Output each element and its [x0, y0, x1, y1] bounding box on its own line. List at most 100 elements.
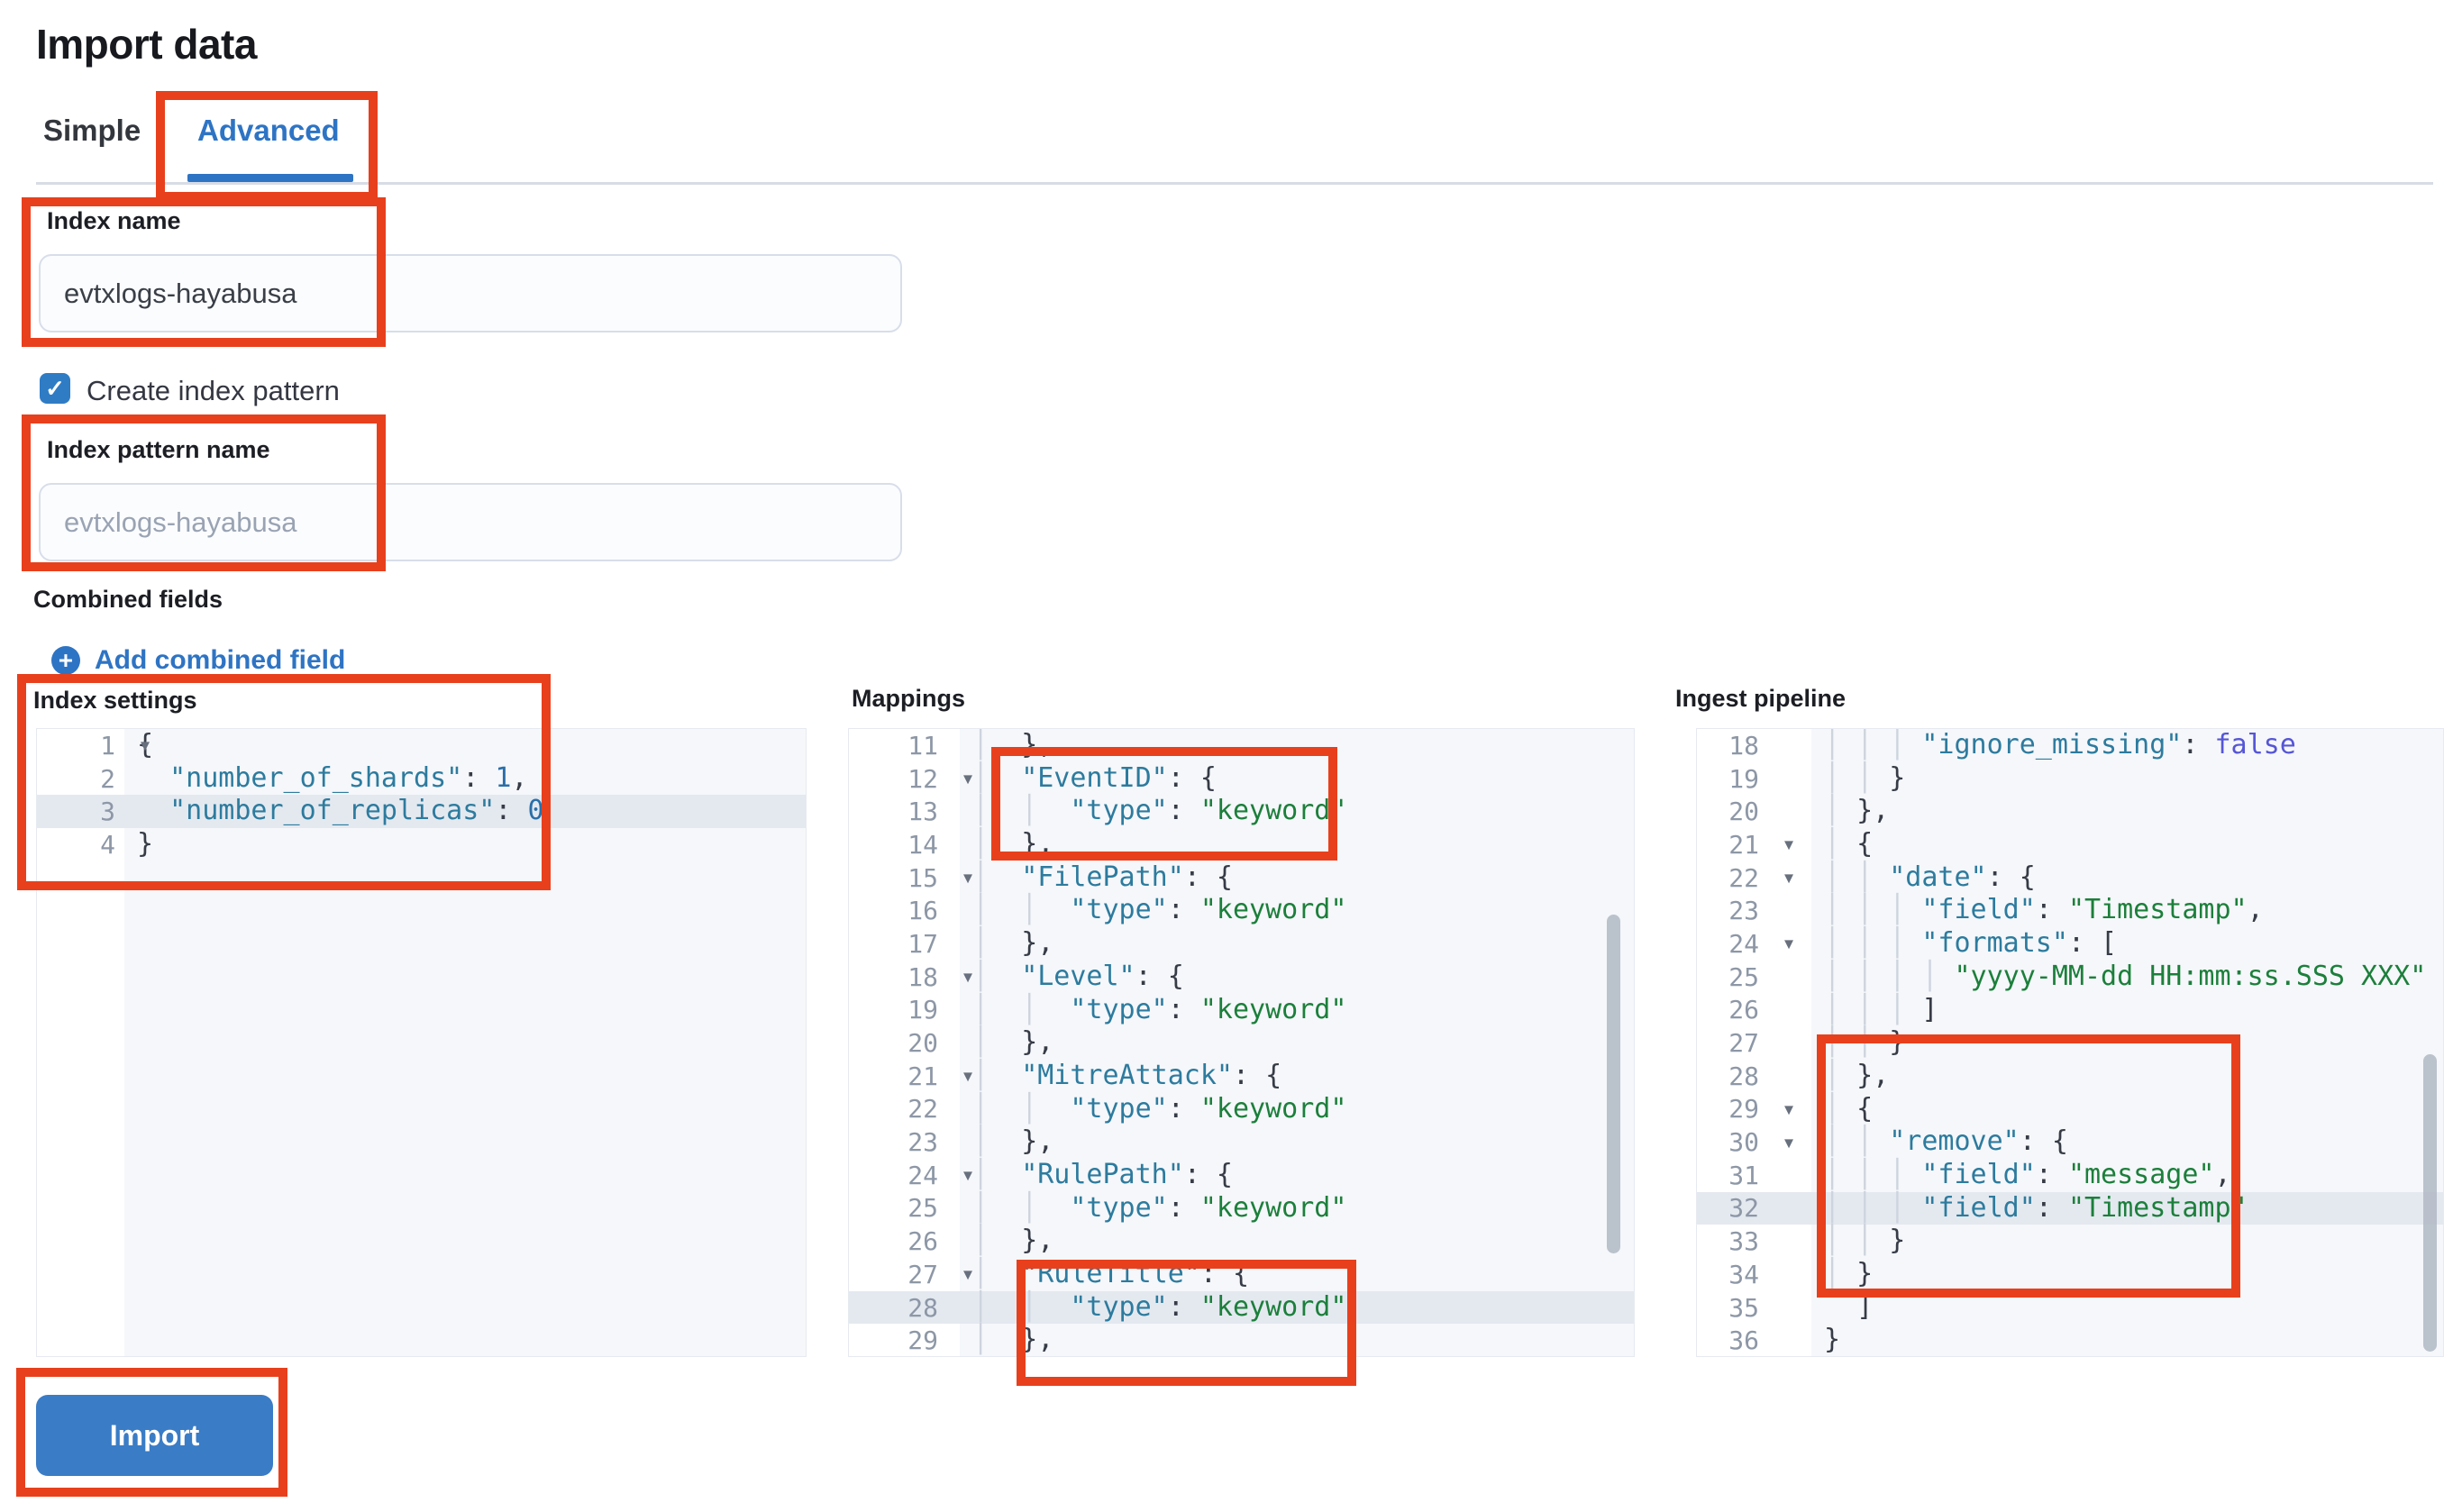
line-number: 25	[907, 1193, 938, 1224]
fold-arrow-icon[interactable]: ▾	[1783, 1133, 1793, 1153]
code-text: │ },	[972, 927, 1054, 960]
code-text: │ "Level": {	[972, 960, 1184, 992]
ingest-pipeline-scrollbar[interactable]	[2423, 1054, 2437, 1352]
code-text: │ },	[972, 1324, 1054, 1356]
code-text: │ │ │ │ "yyyy-MM-dd HH:mm:ss.SSS XXX"	[1824, 960, 2427, 992]
index-pattern-name-input[interactable]	[39, 483, 902, 561]
line-number: 2	[100, 763, 115, 794]
fold-arrow-icon[interactable]: ▾	[1783, 1099, 1793, 1120]
code-text: ]	[1824, 1290, 1874, 1323]
code-line: 25 │ │ "type": "keyword"	[849, 1192, 1634, 1225]
code-line: 11│ },	[849, 729, 1634, 762]
fold-arrow-icon[interactable]: ▾	[1783, 934, 1793, 954]
fold-arrow-icon[interactable]: ▾	[962, 967, 972, 988]
code-line: 24▾│ "RulePath": {	[849, 1159, 1634, 1192]
index-name-label: Index name	[47, 207, 181, 234]
line-number: 11	[907, 730, 938, 761]
code-text: {	[137, 729, 154, 761]
code-text: │ │ "type": "keyword"	[972, 1191, 1347, 1224]
fold-arrow-icon[interactable]: ▾	[962, 1066, 972, 1087]
fold-arrow-icon[interactable]: ▾	[1783, 868, 1793, 888]
code-text: │ },	[972, 1225, 1054, 1257]
line-number: 30▾	[1728, 1127, 1793, 1158]
ingest-pipeline-label: Ingest pipeline	[1675, 685, 1847, 712]
create-index-pattern-checkbox[interactable]: ✓	[40, 373, 70, 404]
checkmark-icon: ✓	[45, 374, 65, 402]
line-number: 28	[1728, 1061, 1759, 1091]
code-line: 29▾│ {	[1697, 1093, 2443, 1126]
line-number: 36	[1728, 1325, 1759, 1356]
fold-arrow-icon[interactable]: ▾	[962, 769, 972, 789]
code-line: 31│ │ │ "field": "message",	[1697, 1159, 2443, 1192]
line-number: 28	[907, 1292, 938, 1323]
index-name-input[interactable]	[39, 254, 902, 332]
code-text: │ },	[1824, 1059, 1890, 1091]
tabs-divider	[36, 182, 2433, 185]
code-line: 22▾│ │ "date": {	[1697, 861, 2443, 895]
tab-advanced-underline	[187, 174, 353, 182]
fold-arrow-icon[interactable]: ▾	[962, 1264, 972, 1285]
code-line: 33│ │ }	[1697, 1225, 2443, 1258]
line-number: 16	[907, 896, 938, 926]
add-combined-field-link[interactable]: + Add combined field	[51, 645, 345, 676]
code-line: 19│ │ }	[1697, 762, 2443, 796]
code-line: 12▾│ "EventID": {	[849, 762, 1634, 796]
line-number: 14	[907, 829, 938, 860]
index-settings-label: Index settings	[33, 687, 197, 714]
line-number: 20	[907, 1028, 938, 1059]
mappings-editor[interactable]: 11│ },12▾│ "EventID": {13│ │ "type": "ke…	[848, 728, 1635, 1357]
code-line: 3 "number_of_replicas": 0	[37, 795, 806, 829]
code-text: │ },	[972, 1125, 1054, 1158]
code-text: │ │ "type": "keyword"	[972, 993, 1347, 1025]
code-line: 23│ },	[849, 1125, 1634, 1159]
code-text: │ },	[1824, 795, 1890, 827]
line-number: 25	[1728, 961, 1759, 992]
code-line: 27▾│ "RuleTitle": {	[849, 1258, 1634, 1291]
code-text: │ "EventID": {	[972, 761, 1217, 794]
code-line: 36}	[1697, 1324, 2443, 1356]
code-text: │ "MitreAttack": {	[972, 1059, 1282, 1091]
code-line: 26│ },	[849, 1225, 1634, 1258]
code-text: │ │ │ "formats": [	[1824, 927, 2118, 960]
line-number: 24▾	[1728, 928, 1793, 959]
combined-fields-label: Combined fields	[33, 586, 223, 613]
fold-arrow-icon[interactable]: ▾	[140, 735, 150, 756]
line-number: 26	[1728, 995, 1759, 1025]
code-line: 35 ]	[1697, 1291, 2443, 1325]
tab-advanced[interactable]: Advanced	[197, 114, 340, 147]
code-text: "number_of_replicas": 0	[169, 795, 544, 827]
code-line: 1▾{	[37, 729, 806, 762]
code-text: "number_of_shards": 1,	[169, 761, 528, 794]
line-number: 35	[1728, 1292, 1759, 1323]
code-line: 18▾│ "Level": {	[849, 961, 1634, 994]
line-number: 29	[907, 1325, 938, 1356]
code-line: 30▾ │ │ "remove": {	[1697, 1125, 2443, 1159]
import-button[interactable]: Import	[36, 1395, 273, 1476]
index-pattern-name-label: Index pattern name	[47, 436, 270, 463]
code-text: │ │ │ "field": "message",	[1824, 1158, 2231, 1190]
code-text: │ {	[1824, 1092, 1874, 1125]
code-text: │ "FilePath": {	[972, 861, 1233, 893]
line-number: 3	[100, 797, 115, 827]
code-text: │ {	[1824, 828, 1874, 861]
tab-simple[interactable]: Simple	[43, 114, 141, 147]
fold-arrow-icon[interactable]: ▾	[962, 1165, 972, 1186]
code-text: │ │ }	[1824, 1225, 1906, 1257]
index-settings-editor[interactable]: 1▾{2 "number_of_shards": 1,3 "number_of_…	[36, 728, 807, 1357]
fold-arrow-icon[interactable]: ▾	[962, 868, 972, 888]
line-number: 22	[907, 1094, 938, 1125]
fold-arrow-icon[interactable]: ▾	[1783, 834, 1793, 855]
code-text: │ │ "remove": {	[1824, 1125, 2068, 1158]
code-text: │ },	[972, 828, 1054, 861]
code-text: │ },	[972, 1026, 1054, 1059]
code-text: │ │ "type": "keyword"	[972, 1092, 1347, 1125]
line-number: 18	[1728, 730, 1759, 761]
mappings-label: Mappings	[852, 685, 965, 712]
code-line: 22 │ │ "type": "keyword"	[849, 1093, 1634, 1126]
code-line: 34│ }	[1697, 1258, 2443, 1291]
code-text: │ │ "type": "keyword"	[972, 894, 1347, 926]
create-index-pattern-label: Create index pattern	[87, 375, 340, 406]
line-number: 19	[907, 995, 938, 1025]
mappings-scrollbar[interactable]	[1607, 915, 1620, 1253]
